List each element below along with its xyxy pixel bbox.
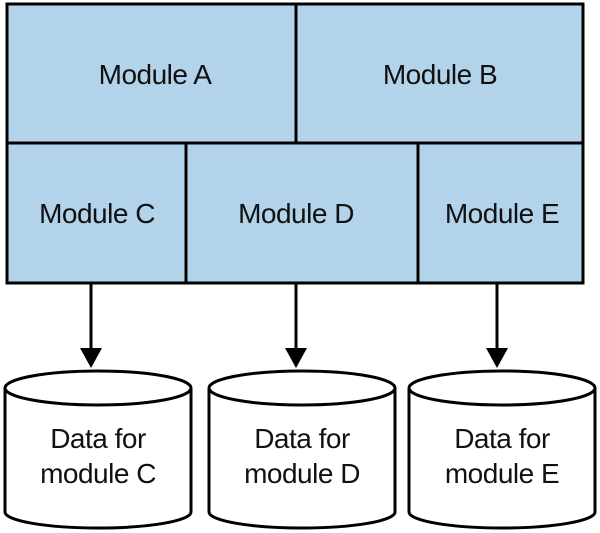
module-d: Module D — [184, 141, 420, 285]
database-c: Data for module C — [3, 369, 193, 530]
database-c-label-line2: module C — [40, 458, 156, 489]
module-e: Module E — [416, 141, 585, 285]
database-c-label-line1: Data for — [50, 423, 146, 454]
module-b: Module B — [294, 2, 585, 145]
database-e: Data for module E — [407, 369, 597, 530]
database-e-label-line1: Data for — [454, 423, 550, 454]
database-d-label-line2: module D — [244, 458, 360, 489]
module-c-label: Module C — [39, 198, 155, 229]
arrow-d — [285, 284, 307, 368]
database-d: Data for module D — [207, 369, 397, 530]
arrow-c — [80, 284, 102, 368]
module-d-label: Module D — [238, 198, 354, 229]
module-a-label: Module A — [99, 59, 213, 90]
module-a: Module A — [5, 2, 298, 145]
module-c: Module C — [5, 141, 188, 285]
arrow-e — [486, 284, 508, 368]
module-b-label: Module B — [383, 59, 497, 90]
module-e-label: Module E — [445, 198, 559, 229]
database-d-label-line1: Data for — [254, 423, 350, 454]
database-e-label-line2: module E — [445, 458, 559, 489]
